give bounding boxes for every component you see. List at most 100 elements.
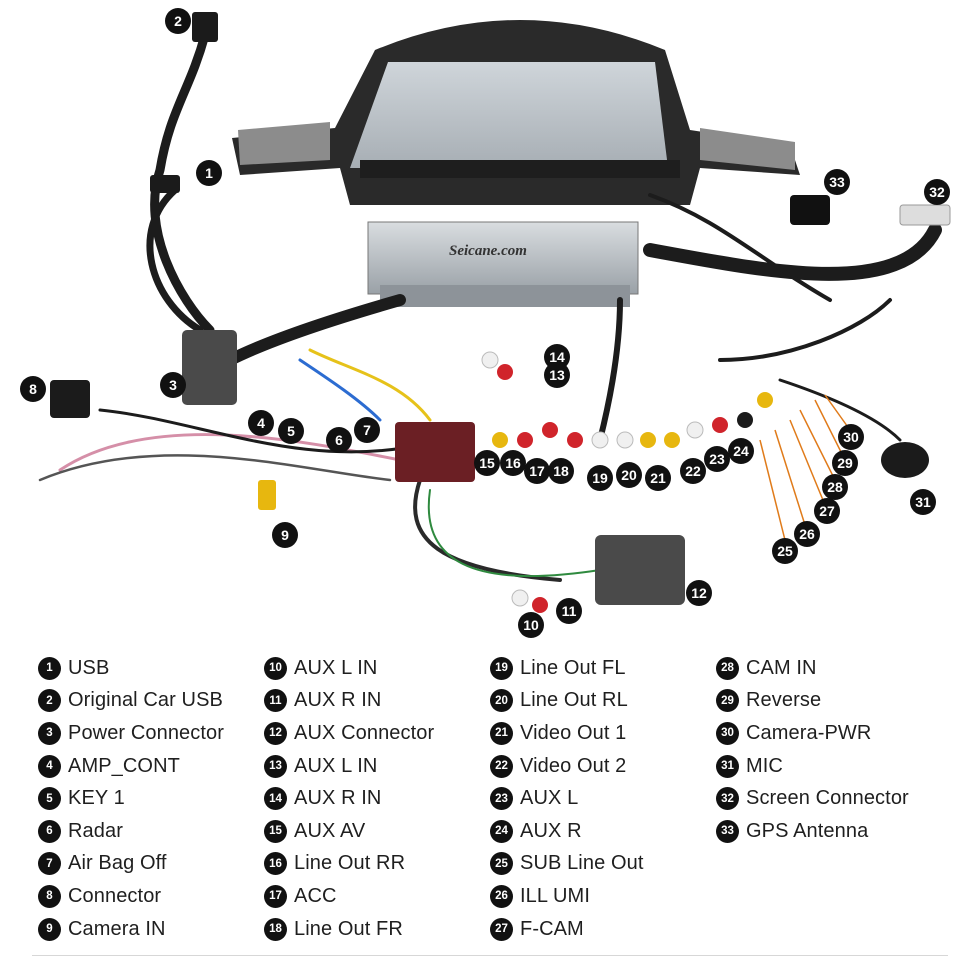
legend-number-badge: 7 — [38, 852, 61, 876]
legend-label: AUX R — [520, 819, 582, 842]
legend-label: F-CAM — [520, 917, 584, 940]
legend-label: Radar — [68, 819, 123, 842]
legend-label: AMP_CONT — [68, 754, 180, 777]
legend-label: ILL UMI — [520, 884, 590, 907]
legend-label: SUB Line Out — [520, 852, 644, 875]
badge-2: 2 — [165, 8, 191, 34]
legend-number-badge: 24 — [490, 819, 513, 843]
legend-label: KEY 1 — [68, 787, 125, 810]
badge-layer: 1 2 3 4 5 6 7 8 9 10 11 12 13 14 15 16 1… — [20, 8, 950, 638]
legend-label: Line Out RL — [520, 689, 628, 712]
legend-label: AUX L — [520, 787, 579, 810]
legend-number-badge: 2 — [38, 689, 61, 713]
legend-number-badge: 27 — [490, 917, 513, 941]
legend-number-badge: 5 — [38, 787, 61, 811]
legend-label: CAM IN — [746, 656, 817, 679]
legend-label: USB — [68, 656, 110, 679]
legend-item-11: 11 AUX R IN — [264, 685, 490, 718]
legend-number-badge: 6 — [38, 819, 61, 843]
badge-11: 11 — [556, 598, 582, 624]
badge-6: 6 — [326, 427, 352, 453]
wiring-photo: Seicane.com 1 2 3 4 5 6 7 8 9 10 11 12 1… — [20, 8, 951, 638]
legend-number-badge: 3 — [38, 721, 61, 745]
legend-number-badge: 8 — [38, 884, 61, 908]
legend-label: AUX AV — [294, 819, 366, 842]
badge-17: 17 — [524, 458, 550, 484]
legend-number-badge: 26 — [490, 884, 513, 908]
cable-bundle — [38, 30, 942, 582]
badge-15: 15 — [474, 450, 500, 476]
badge-31: 31 — [910, 489, 936, 515]
badge-7: 7 — [354, 417, 380, 443]
legend-number-badge: 25 — [490, 852, 513, 876]
legend-item-23: 23 AUX L — [490, 782, 716, 815]
legend-item-26: 26 ILL UMI — [490, 880, 716, 913]
legend-number-badge: 16 — [264, 852, 287, 876]
legend-label: ACC — [294, 884, 337, 907]
legend-item-28: 28 CAM IN — [716, 652, 942, 685]
legend-number-badge: 12 — [264, 721, 287, 745]
legend-item-32: 32 Screen Connector — [716, 782, 942, 815]
legend-item-6: 6 Radar — [38, 815, 264, 848]
legend-label: Camera IN — [68, 917, 166, 940]
legend-label: MIC — [746, 754, 783, 777]
badge-28: 28 — [822, 474, 848, 500]
legend-label: AUX R IN — [294, 689, 382, 712]
badge-23: 23 — [704, 446, 730, 472]
badge-19: 19 — [587, 465, 613, 491]
legend-label: Video Out 1 — [520, 721, 627, 744]
legend-number-badge: 32 — [716, 787, 739, 811]
brand-label: Seicane.com — [449, 243, 527, 259]
legend-number-badge: 23 — [490, 787, 513, 811]
badge-33: 33 — [824, 169, 850, 195]
legend-number-badge: 10 — [264, 656, 287, 680]
legend-number-badge: 11 — [264, 689, 287, 713]
badge-8: 8 — [20, 376, 46, 402]
legend-number-badge: 4 — [38, 754, 61, 778]
badge-27: 27 — [814, 498, 840, 524]
legend-number-badge: 29 — [716, 689, 739, 713]
badge-30: 30 — [838, 424, 864, 450]
legend-number-badge: 33 — [716, 819, 739, 843]
badge-9: 9 — [272, 522, 298, 548]
badge-12: 12 — [686, 580, 712, 606]
legend-label: AUX R IN — [294, 787, 382, 810]
head-unit-frame — [232, 20, 800, 205]
legend-item-4: 4 AMP_CONT — [38, 750, 264, 783]
legend-item-31: 31 MIC — [716, 750, 942, 783]
legend-number-badge: 19 — [490, 656, 513, 680]
legend-number-badge: 22 — [490, 754, 513, 778]
legend-number-badge: 31 — [716, 754, 739, 778]
leader-lines — [759, 394, 851, 541]
badge-25: 25 — [772, 538, 798, 564]
badge-24: 24 — [728, 438, 754, 464]
badge-14: 14 — [544, 344, 570, 370]
harness-illustration — [38, 12, 951, 613]
badge-3: 3 — [160, 372, 186, 398]
legend-number-badge: 28 — [716, 656, 739, 680]
rca-plugs — [481, 351, 773, 613]
badge-18: 18 — [548, 458, 574, 484]
connectors — [50, 12, 951, 605]
legend-label: Original Car USB — [68, 689, 223, 712]
legend-label: Screen Connector — [746, 787, 909, 810]
head-unit-chassis — [367, 221, 639, 307]
legend-label: Line Out FR — [294, 917, 403, 940]
badge-4: 4 — [248, 410, 274, 436]
